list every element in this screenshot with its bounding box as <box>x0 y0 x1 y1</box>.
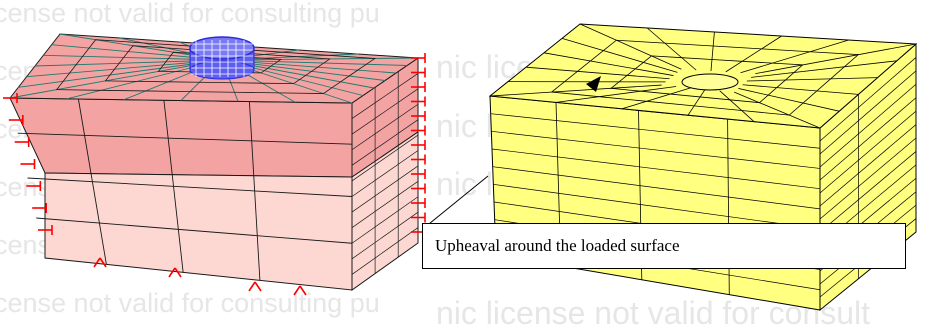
annotation-text: Upheaval around the loaded surface <box>435 236 680 255</box>
left-fe-model <box>3 33 426 296</box>
watermark-text: cense not valid for consulting pu <box>0 0 380 28</box>
loaded-footing <box>189 36 255 80</box>
left-front-face-upper <box>9 97 353 178</box>
settlement-bowl <box>681 73 739 91</box>
right-top-mesh <box>489 23 917 129</box>
left-front-mesh <box>17 71 419 281</box>
upheaval-arrowhead <box>586 76 601 92</box>
callout-leader-line <box>423 175 489 229</box>
watermark-text: cense not valid for consulting pu <box>0 288 380 318</box>
left-front-face-lower <box>44 172 353 291</box>
right-front-face <box>489 95 821 311</box>
left-boundary-supports <box>3 53 426 296</box>
annotation-callout: Upheaval around the loaded surface <box>422 223 906 269</box>
